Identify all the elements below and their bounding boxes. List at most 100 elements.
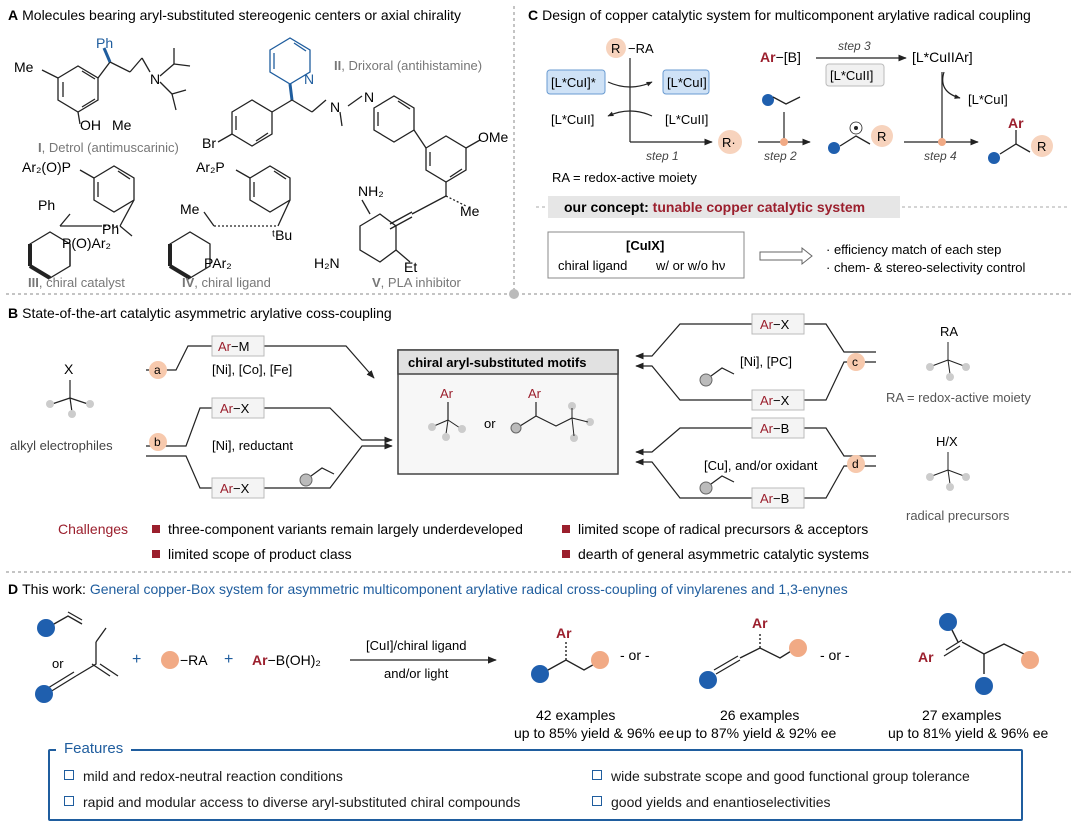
svg-text:d: d	[852, 457, 859, 471]
svg-text:Ar₂(O)P: Ar₂(O)P	[22, 159, 71, 175]
cu2-label-right: [L*CuII]	[665, 112, 708, 127]
route-b-aryl-halide: Ar−X	[220, 481, 250, 496]
molecule-chiral-catalyst	[28, 165, 135, 280]
concept-arrow	[759, 246, 813, 266]
challenge-2: limited scope of product class	[168, 546, 352, 562]
separator-2: - or -	[820, 647, 850, 663]
catalyst-labels: Ar₂(O)P Ph Ph P(O)Ar₂	[22, 159, 119, 251]
drixoral-labels: N Br N	[202, 71, 340, 151]
divider-node	[509, 289, 519, 299]
detrol-labels: Me Ph N OH Me	[14, 35, 160, 133]
svg-text:NH₂: NH₂	[358, 183, 384, 199]
molecule-3-caption: III, chiral catalyst	[28, 275, 125, 290]
step1-label: step 1	[646, 149, 679, 163]
center-box-title: chiral aryl-substituted motifs	[408, 355, 586, 370]
svg-text:OH: OH	[80, 117, 101, 133]
product-1-yield: up to 85% yield & 96% ee	[514, 725, 675, 741]
svg-text:Et: Et	[404, 259, 417, 275]
product-3-yield: up to 81% yield & 96% ee	[888, 725, 1049, 741]
step3-label: step 3	[838, 39, 871, 53]
route-d-reagent: Ar−B	[760, 421, 789, 436]
step3-catalyst: [L*CuII]	[830, 68, 873, 83]
cux-label: [CuIX]	[626, 238, 664, 253]
molecule-chiral-ligand	[168, 165, 291, 280]
badge-b	[149, 433, 167, 451]
ra-reagent: −RA	[180, 652, 208, 668]
vinylarene-sphere	[37, 619, 55, 637]
motif-or: or	[484, 416, 496, 431]
route-a-reagent: Ar−M	[218, 339, 249, 354]
route-c-reagent: Ar−X	[760, 317, 790, 332]
ra-precursor: RA	[926, 324, 970, 381]
vinylarene-dot	[762, 94, 774, 106]
svg-text:Me: Me	[14, 59, 34, 75]
ra-label: −RA	[628, 41, 654, 56]
svg-text:Ph: Ph	[38, 197, 55, 213]
step2-label: step 2	[764, 149, 797, 163]
motif-1: Ar	[428, 386, 466, 441]
cux-box	[547, 231, 745, 279]
svg-text:Ph: Ph	[96, 35, 113, 51]
svg-text:b: b	[154, 435, 161, 449]
feature-2: wide substrate scope and good functional…	[592, 768, 970, 784]
svg-text:N: N	[364, 89, 374, 105]
benefit-1: · efficiency match of each step	[826, 242, 1001, 257]
svg-text:Me: Me	[460, 203, 480, 219]
feature-1: mild and redox-neutral reaction conditio…	[64, 768, 343, 784]
molecule-2-caption: II, Drixoral (antihistamine)	[334, 58, 482, 73]
regenerated-cu1: [L*CuI]	[968, 92, 1008, 107]
molecule-4-caption: IV, chiral ligand	[182, 275, 271, 290]
ligand-labels: Ar₂P Me ᵗBu PAr₂	[180, 159, 292, 271]
intermediate-dot	[828, 142, 840, 154]
svg-text:Ar: Ar	[440, 386, 454, 401]
r-label: R	[611, 41, 620, 56]
route-d-catalyst: [Cu], and/or oxidant	[704, 458, 818, 473]
molecule-5-caption: V, PLA inhibitor	[372, 275, 462, 290]
challenge-4: dearth of general asymmetric catalytic s…	[578, 546, 869, 562]
svg-text:N: N	[330, 99, 340, 115]
svg-text:Ar: Ar	[556, 625, 572, 641]
cu1-label: [L*CuI]	[667, 75, 707, 90]
svg-text:Ph: Ph	[102, 221, 119, 237]
step4-label: step 4	[924, 149, 957, 163]
enyne-sphere	[35, 685, 53, 703]
radical-precursors-label: radical precursors	[906, 508, 1010, 523]
checkbox-icon	[64, 796, 74, 806]
svg-text:Ar: Ar	[752, 615, 768, 631]
ra-definition: RA = redox-active moiety	[552, 170, 697, 185]
product-ar: Ar	[1008, 115, 1024, 131]
svg-text:H/X: H/X	[936, 434, 958, 449]
alkyl-electrophile: RA X	[46, 361, 94, 418]
chiral-ligand-label: chiral ligand	[558, 258, 627, 273]
product-2-examples: 26 examples	[720, 707, 799, 723]
molecule-drixoral	[217, 37, 363, 147]
radical-precursor-sphere	[161, 651, 179, 669]
svg-text:Ar−[B]: Ar−[B]	[760, 49, 801, 65]
molecule-detrol	[41, 47, 191, 125]
concept-banner	[548, 196, 900, 218]
product-2-yield: up to 87% yield & 92% ee	[676, 725, 837, 741]
svg-text:P(O)Ar₂: P(O)Ar₂	[62, 235, 111, 251]
route-c-aryl-halide: Ar−X	[760, 393, 790, 408]
ar-label-c: Ar	[760, 49, 776, 65]
benefit-2: · chem- & stereo-selectivity control	[826, 260, 1026, 275]
intermediate-r: R	[877, 129, 886, 144]
route-b-catalyst: [Ni], reductant	[212, 438, 293, 453]
condition-light: and/or light	[384, 666, 449, 681]
svg-text:PAr₂: PAr₂	[204, 255, 232, 271]
product-dot	[988, 152, 1000, 164]
aryl-copper-label: [L*CuIIAr]	[912, 49, 973, 65]
svg-text:Me: Me	[112, 117, 132, 133]
alkyl-electrophiles-label: alkyl electrophiles	[10, 438, 113, 453]
badge-d	[847, 455, 865, 473]
product-3: Ar	[918, 613, 1039, 695]
panel-dividers	[6, 6, 1074, 573]
separator-1: - or -	[620, 647, 650, 663]
